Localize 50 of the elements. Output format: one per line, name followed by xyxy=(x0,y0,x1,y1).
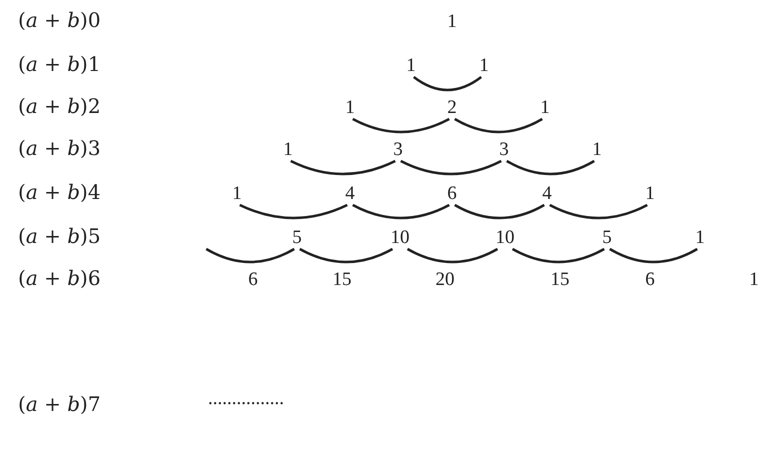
arc-connector xyxy=(506,160,595,176)
coefficient-number: 2 xyxy=(447,98,457,118)
arc-connector xyxy=(454,118,543,134)
binomial-expression: (a + b)6 xyxy=(18,266,101,290)
coefficient-number: 1 xyxy=(232,184,242,204)
binomial-expression: (a + b)3 xyxy=(18,136,101,160)
coefficient-number: 6 xyxy=(447,184,457,204)
binomial-expression: (a + b)1 xyxy=(18,52,101,76)
arc-connector xyxy=(454,204,545,220)
binomial-expression: (a + b)5 xyxy=(18,224,101,248)
coefficient-number: 1 xyxy=(592,140,602,160)
coefficient-number: 5 xyxy=(602,228,612,248)
arc-connector xyxy=(549,204,648,220)
coefficient-number: 1 xyxy=(479,56,489,76)
arc-connector xyxy=(352,204,450,220)
binomial-expression: (a + b)7 xyxy=(18,392,101,416)
coefficient-number: 3 xyxy=(499,140,509,160)
arc-connector xyxy=(352,118,450,134)
coefficient-number: 1 xyxy=(695,228,705,248)
arc-connector xyxy=(512,248,605,264)
arc-connector xyxy=(239,204,348,220)
coefficient-number: 20 xyxy=(436,270,454,290)
coefficient-number: 6 xyxy=(248,270,258,290)
coefficient-number: 1 xyxy=(447,12,457,32)
binomial-expression: (a + b)0 xyxy=(18,8,101,32)
coefficient-number: 4 xyxy=(345,184,355,204)
arc-connector xyxy=(290,160,396,176)
arc-connector xyxy=(406,248,498,264)
arc-connector xyxy=(609,248,698,264)
arc-connector xyxy=(400,160,502,176)
coefficient-number: 1 xyxy=(283,140,293,160)
arc-connector xyxy=(206,248,295,264)
arc-connector xyxy=(299,248,394,264)
arc-connector xyxy=(413,76,482,92)
coefficient-number: 1 xyxy=(749,270,759,290)
binomial-expression: (a + b)2 xyxy=(18,94,101,118)
coefficient-number: 4 xyxy=(542,184,552,204)
coefficient-number: 1 xyxy=(645,184,655,204)
ellipsis: ................ xyxy=(208,388,284,410)
coefficient-number: 1 xyxy=(406,56,416,76)
coefficient-number: 15 xyxy=(550,270,570,290)
coefficient-number: 10 xyxy=(390,228,410,248)
coefficient-number: 1 xyxy=(540,98,550,118)
coefficient-number: 6 xyxy=(645,270,655,290)
coefficient-number: 15 xyxy=(332,270,352,290)
coefficient-number: 1 xyxy=(345,98,355,118)
coefficient-number: 10 xyxy=(496,228,514,248)
coefficient-number: 3 xyxy=(393,140,403,160)
coefficient-number: 5 xyxy=(292,228,302,248)
binomial-expression: (a + b)4 xyxy=(18,180,101,204)
